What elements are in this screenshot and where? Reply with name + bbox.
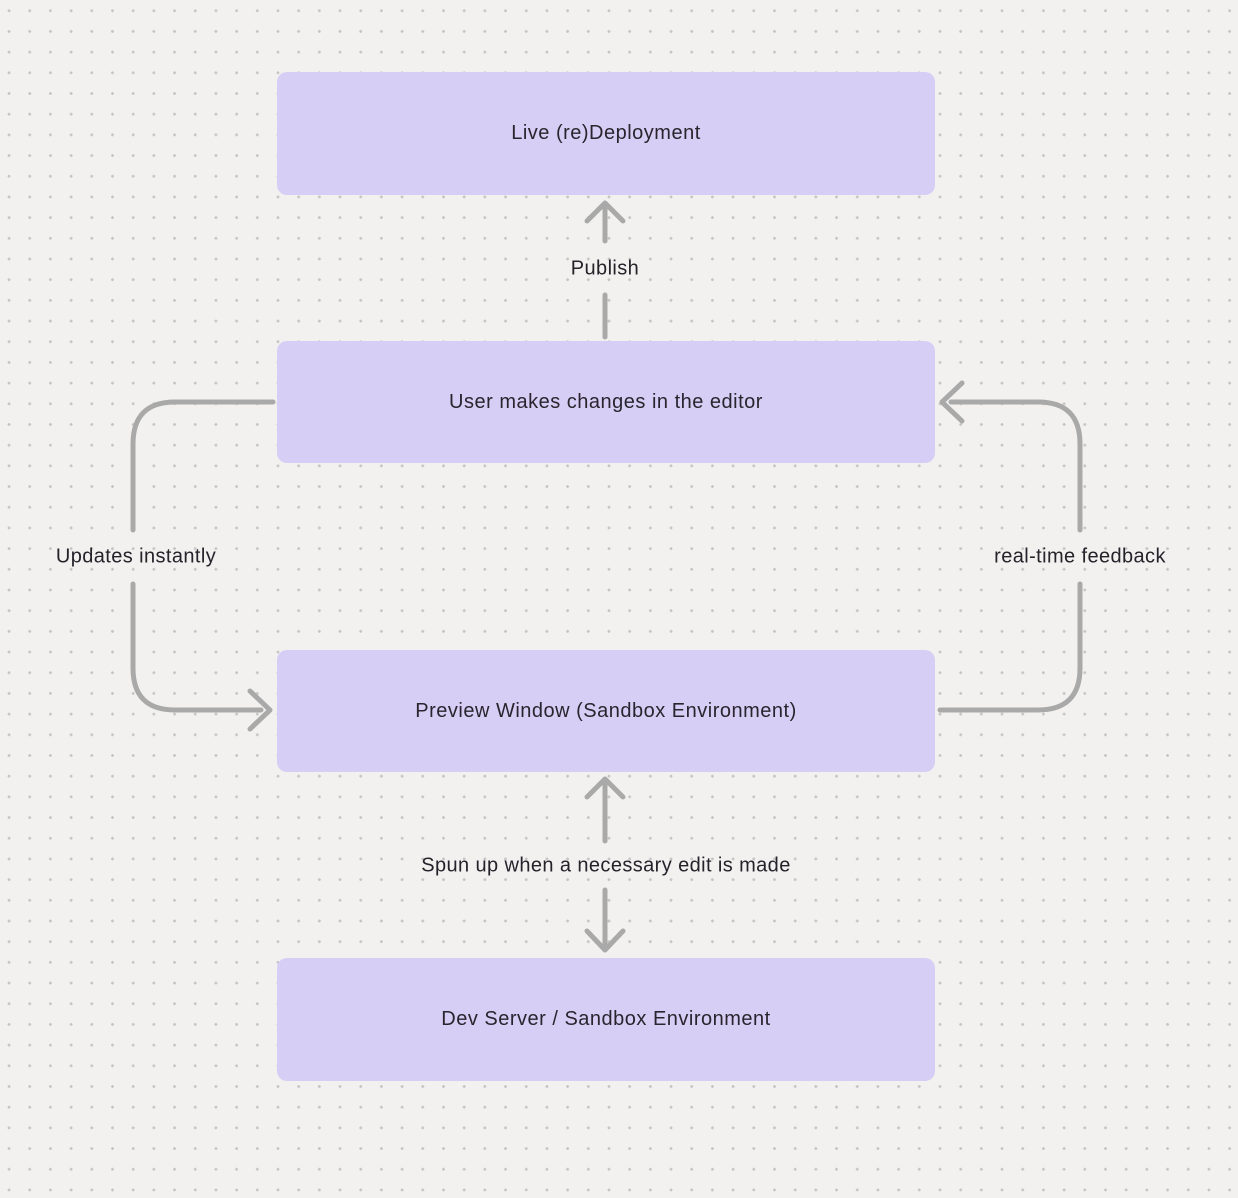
publish-arrowhead-icon xyxy=(584,200,626,224)
edge-label-real-time-feedback[interactable]: real-time feedback xyxy=(994,545,1166,568)
updates-arrowhead-icon xyxy=(247,688,273,732)
spunup-arrowhead-up-icon xyxy=(584,776,626,800)
edge-label-publish[interactable]: Publish xyxy=(570,257,640,280)
node-preview-window[interactable]: Preview Window (Sandbox Environment) xyxy=(277,650,935,772)
spunup-arrowhead-down-icon xyxy=(584,928,626,953)
node-live-redeployment[interactable]: Live (re)Deployment xyxy=(277,72,935,195)
arrow-updates-instantly[interactable] xyxy=(130,399,276,732)
arrow-spun-up[interactable] xyxy=(584,776,626,953)
node-preview-window-label: Preview Window (Sandbox Environment) xyxy=(415,699,797,722)
edge-label-updates-instantly[interactable]: Updates instantly xyxy=(55,545,217,568)
node-live-redeployment-label: Live (re)Deployment xyxy=(511,122,701,144)
updates-segment-lower xyxy=(130,581,264,713)
arrow-publish[interactable] xyxy=(584,200,626,340)
feedback-segment-upper xyxy=(948,399,1083,533)
arrow-real-time-feedback[interactable] xyxy=(937,380,1083,713)
node-user-editor[interactable]: User makes changes in the editor xyxy=(277,341,935,463)
updates-segment-upper xyxy=(130,399,276,533)
feedback-arrowhead-icon xyxy=(939,380,965,424)
feedback-segment-lower xyxy=(937,581,1083,713)
edge-label-spun-up[interactable]: Spun up when a necessary edit is made xyxy=(421,854,791,877)
node-user-editor-label: User makes changes in the editor xyxy=(449,390,763,413)
node-dev-server[interactable]: Dev Server / Sandbox Environment xyxy=(277,958,935,1081)
node-dev-server-label: Dev Server / Sandbox Environment xyxy=(441,1008,771,1030)
